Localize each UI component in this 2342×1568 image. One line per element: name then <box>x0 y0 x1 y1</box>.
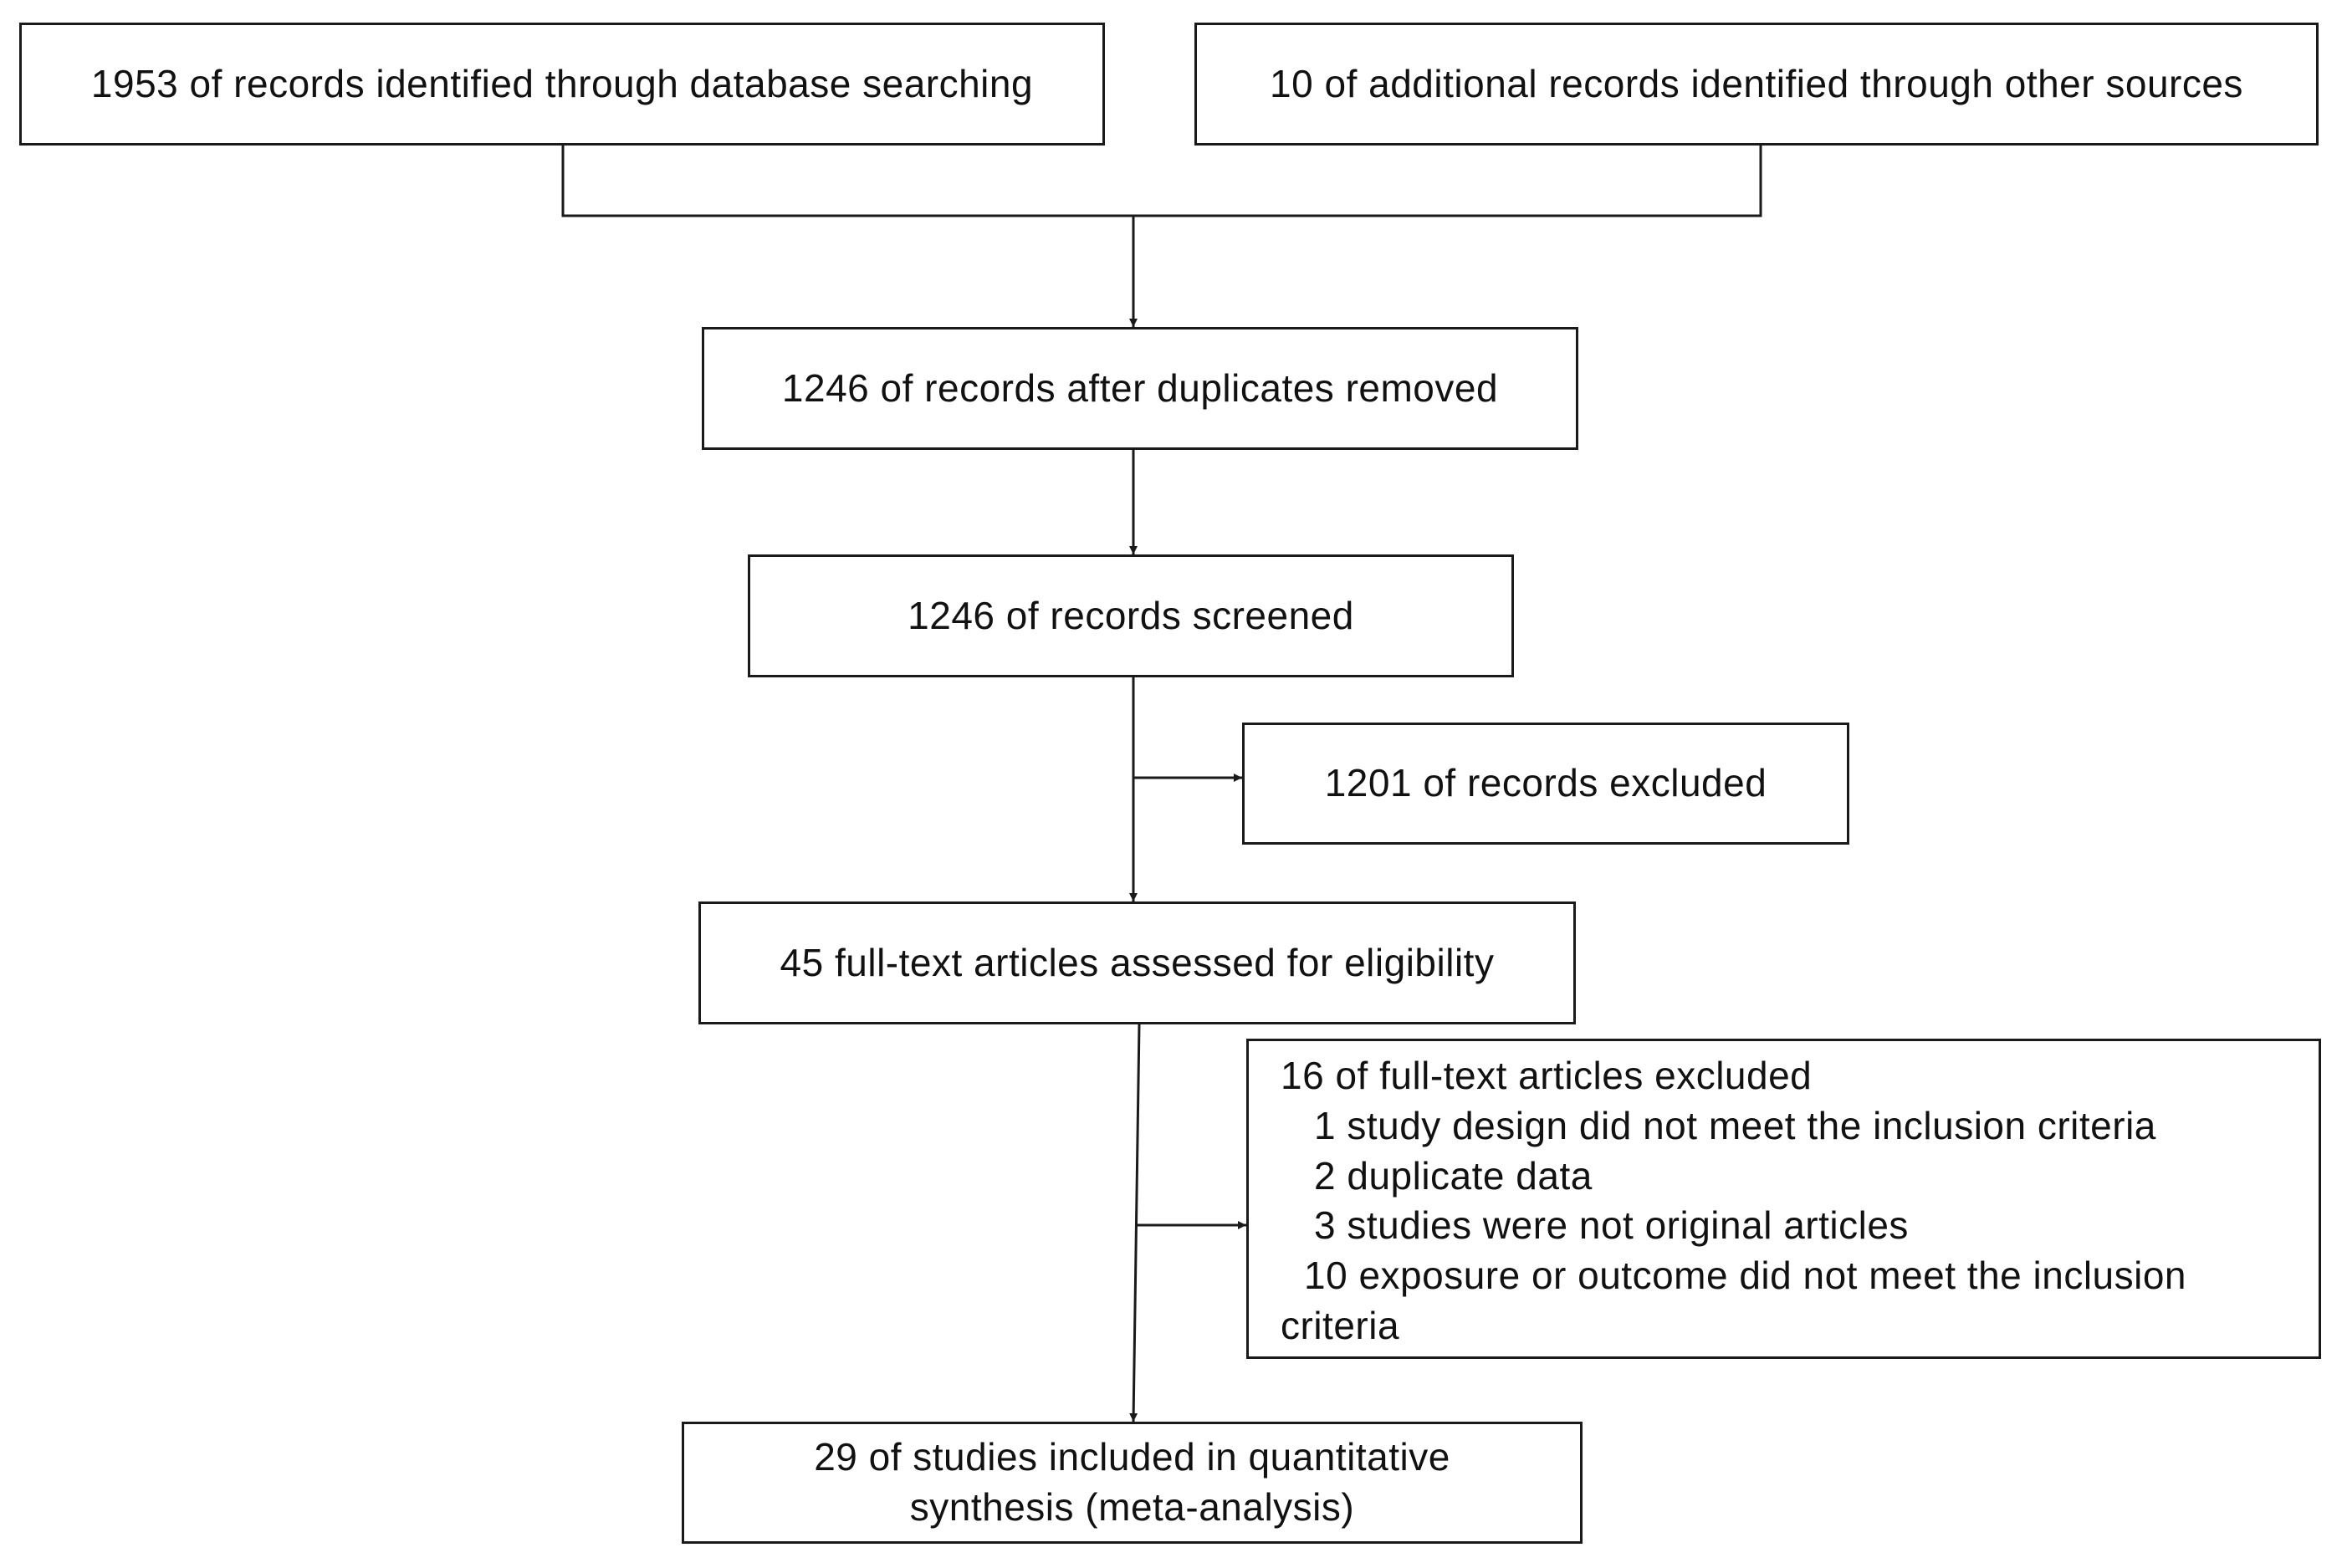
fulltext-excluded-reason-continued: criteria <box>1281 1303 1400 1347</box>
node-fulltext-excluded: 16 of full-text articles excluded 1 stud… <box>1246 1039 2321 1359</box>
node-excluded-records: 1201 of records excluded <box>1242 723 1849 845</box>
merge-connector <box>561 144 1762 217</box>
fulltext-excluded-reason: 10 exposure or outcome did not meet the … <box>1304 1254 2187 1298</box>
arrow-to-included <box>1129 1024 1141 1422</box>
node-after-duplicates: 1246 of records after duplicates removed <box>702 327 1578 450</box>
node-after-duplicates-label: 1246 of records after duplicates removed <box>781 365 1499 410</box>
node-screened: 1246 of records screened <box>748 554 1514 677</box>
node-excluded-records-label: 1201 of records excluded <box>1324 761 1767 805</box>
node-screened-label: 1246 of records screened <box>908 593 1354 637</box>
node-fulltext-assessed-label: 45 full-text articles assessed for eligi… <box>780 940 1495 984</box>
fulltext-excluded-reason: 2 duplicate data <box>1314 1153 1593 1198</box>
node-identified-other-label: 10 of additional records identified thro… <box>1270 61 2243 105</box>
node-included-label-line2: synthesis (meta-analysis) <box>909 1485 1355 1529</box>
node-identified-database: 1953 of records identified through datab… <box>19 23 1105 146</box>
node-identified-other: 10 of additional records identified thro… <box>1194 23 2319 146</box>
fulltext-excluded-reason: 3 studies were not original articles <box>1314 1203 1909 1248</box>
node-identified-database-label: 1953 of records identified through datab… <box>90 61 1034 105</box>
node-included-label-line1: 29 of studies included in quantitative <box>814 1435 1450 1479</box>
fulltext-excluded-reason: 1 study design did not meet the inclusio… <box>1314 1103 2156 1147</box>
node-fulltext-assessed: 45 full-text articles assessed for eligi… <box>698 901 1576 1024</box>
fulltext-excluded-heading: 16 of full-text articles excluded <box>1281 1054 1813 1097</box>
node-included: 29 of studies included in quantitative s… <box>682 1422 1583 1544</box>
